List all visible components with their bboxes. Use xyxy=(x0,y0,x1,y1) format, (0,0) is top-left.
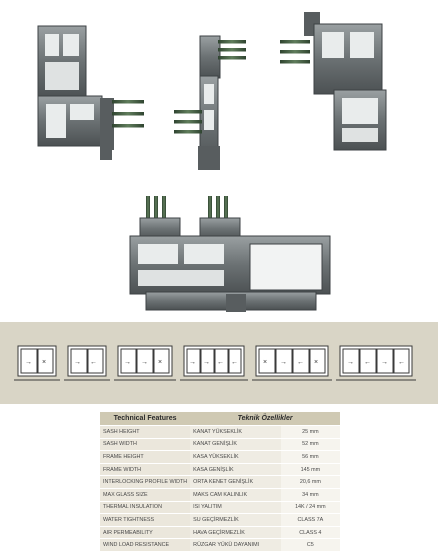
section-profile-bottom-icon xyxy=(129,196,331,312)
svg-text:×: × xyxy=(263,359,267,366)
row-label-en: AIR PERMEABILITY xyxy=(100,526,191,540)
row-label-en: WATER TIGHTNESS xyxy=(100,513,191,527)
svg-text:→: → xyxy=(141,359,148,366)
row-value: C5 xyxy=(280,538,340,552)
row-label-tr: SU GEÇİRMEZLİK xyxy=(190,513,281,527)
row-label-en: SASH WIDTH xyxy=(100,438,191,452)
row-value: CLASS 4 xyxy=(280,526,340,540)
row-value: 52 mm xyxy=(280,438,340,452)
row-label-tr: HAVA GEÇİRMEZLİK xyxy=(190,526,281,540)
row-label-tr: ORTA KENET GENİŞLİK xyxy=(190,475,281,489)
row-value: 14K / 24 mm xyxy=(280,501,340,515)
svg-text:→: → xyxy=(347,359,354,366)
table-row: SASH WIDTH KANAT GENİŞLİK 52 mm xyxy=(100,438,340,452)
section-profile-right-icon xyxy=(280,12,387,151)
svg-text:←: ← xyxy=(231,359,238,366)
header-tr: Teknik Özellikler xyxy=(190,412,340,426)
row-value: 56 mm xyxy=(280,450,340,464)
section-profile-left-icon xyxy=(37,25,144,160)
sliding-window-icon: × → ← × xyxy=(252,345,332,381)
row-label-en: SASH HEIGHT xyxy=(100,425,191,439)
profile-drawings xyxy=(37,12,387,312)
table-row: INTERLOCKING PROFILE WIDTH ORTA KENET GE… xyxy=(100,475,340,489)
row-label-tr: MAKS CAM KALINLIK xyxy=(190,488,281,502)
table-row: MAX GLASS SIZE MAKS CAM KALINLIK 34 mm xyxy=(100,488,340,502)
row-label-en: MAX GLASS SIZE xyxy=(100,488,191,502)
table-header-row: Technical Features Teknik Özellikler xyxy=(100,412,340,426)
row-label-tr: KANAT YÜKSEKLİK xyxy=(190,425,281,439)
row-label-en: FRAME WIDTH xyxy=(100,463,191,477)
svg-text:→: → xyxy=(124,359,131,366)
svg-text:×: × xyxy=(158,359,162,366)
row-label-tr: KASA GENİŞLİK xyxy=(190,463,281,477)
row-label-tr: KASA YÜKSEKLİK xyxy=(190,450,281,464)
profile-cross-sections xyxy=(37,12,387,312)
section-profile-middle-icon xyxy=(174,35,246,170)
header-en: Technical Features xyxy=(100,412,191,426)
svg-text:×: × xyxy=(42,359,46,366)
svg-text:→: → xyxy=(25,359,32,366)
row-value: 145 mm xyxy=(280,463,340,477)
svg-text:←: ← xyxy=(90,359,97,366)
svg-text:←: ← xyxy=(297,359,304,366)
sliding-window-icon: → → × xyxy=(114,345,176,381)
svg-text:→: → xyxy=(280,359,287,366)
row-label-en: WIND LOAD RESISTANCE xyxy=(100,538,191,552)
svg-text:×: × xyxy=(314,359,318,366)
row-value: 25 mm xyxy=(280,425,340,439)
row-label-tr: ISI YALITIM xyxy=(190,501,281,515)
table-row: SASH HEIGHT KANAT YÜKSEKLİK 25 mm xyxy=(100,425,340,439)
sliding-window-icon: → × xyxy=(14,345,60,381)
table-row: WIND LOAD RESISTANCE RÜZGAR YÜKÜ DAYANIM… xyxy=(100,538,340,552)
svg-text:→: → xyxy=(189,359,196,366)
row-label-tr: RÜZGAR YÜKÜ DAYANIMI xyxy=(190,538,281,552)
row-label-en: INTERLOCKING PROFILE WIDTH xyxy=(100,475,191,489)
svg-text:←: ← xyxy=(398,359,405,366)
svg-text:←: ← xyxy=(364,359,371,366)
technical-features-table: Technical Features Teknik Özellikler SAS… xyxy=(100,412,340,552)
sliding-window-icon: → ← → ← xyxy=(336,345,416,381)
table-row: WATER TIGHTNESS SU GEÇİRMEZLİK CLASS 7A xyxy=(100,513,340,527)
table-row: THERMAL INSULATION ISI YALITIM 14K / 24 … xyxy=(100,501,340,515)
table-row: FRAME WIDTH KASA GENİŞLİK 145 mm xyxy=(100,463,340,477)
opening-types-band: → × → ← → → × → → xyxy=(0,322,438,404)
row-label-en: FRAME HEIGHT xyxy=(100,450,191,464)
row-value: 20,6 mm xyxy=(280,475,340,489)
svg-text:→: → xyxy=(74,359,81,366)
sliding-window-icon: → → ← ← xyxy=(180,345,248,381)
table-row: FRAME HEIGHT KASA YÜKSEKLİK 56 mm xyxy=(100,450,340,464)
row-value: CLASS 7A xyxy=(280,513,340,527)
svg-text:→: → xyxy=(203,359,210,366)
svg-text:→: → xyxy=(381,359,388,366)
row-label-tr: KANAT GENİŞLİK xyxy=(190,438,281,452)
table-row: AIR PERMEABILITY HAVA GEÇİRMEZLİK CLASS … xyxy=(100,526,340,540)
row-label-en: THERMAL INSULATION xyxy=(100,501,191,515)
opening-icons: → × → ← → → × → → xyxy=(14,345,416,381)
sliding-window-icon: → ← xyxy=(64,345,110,381)
row-value: 34 mm xyxy=(280,488,340,502)
svg-text:←: ← xyxy=(217,359,224,366)
